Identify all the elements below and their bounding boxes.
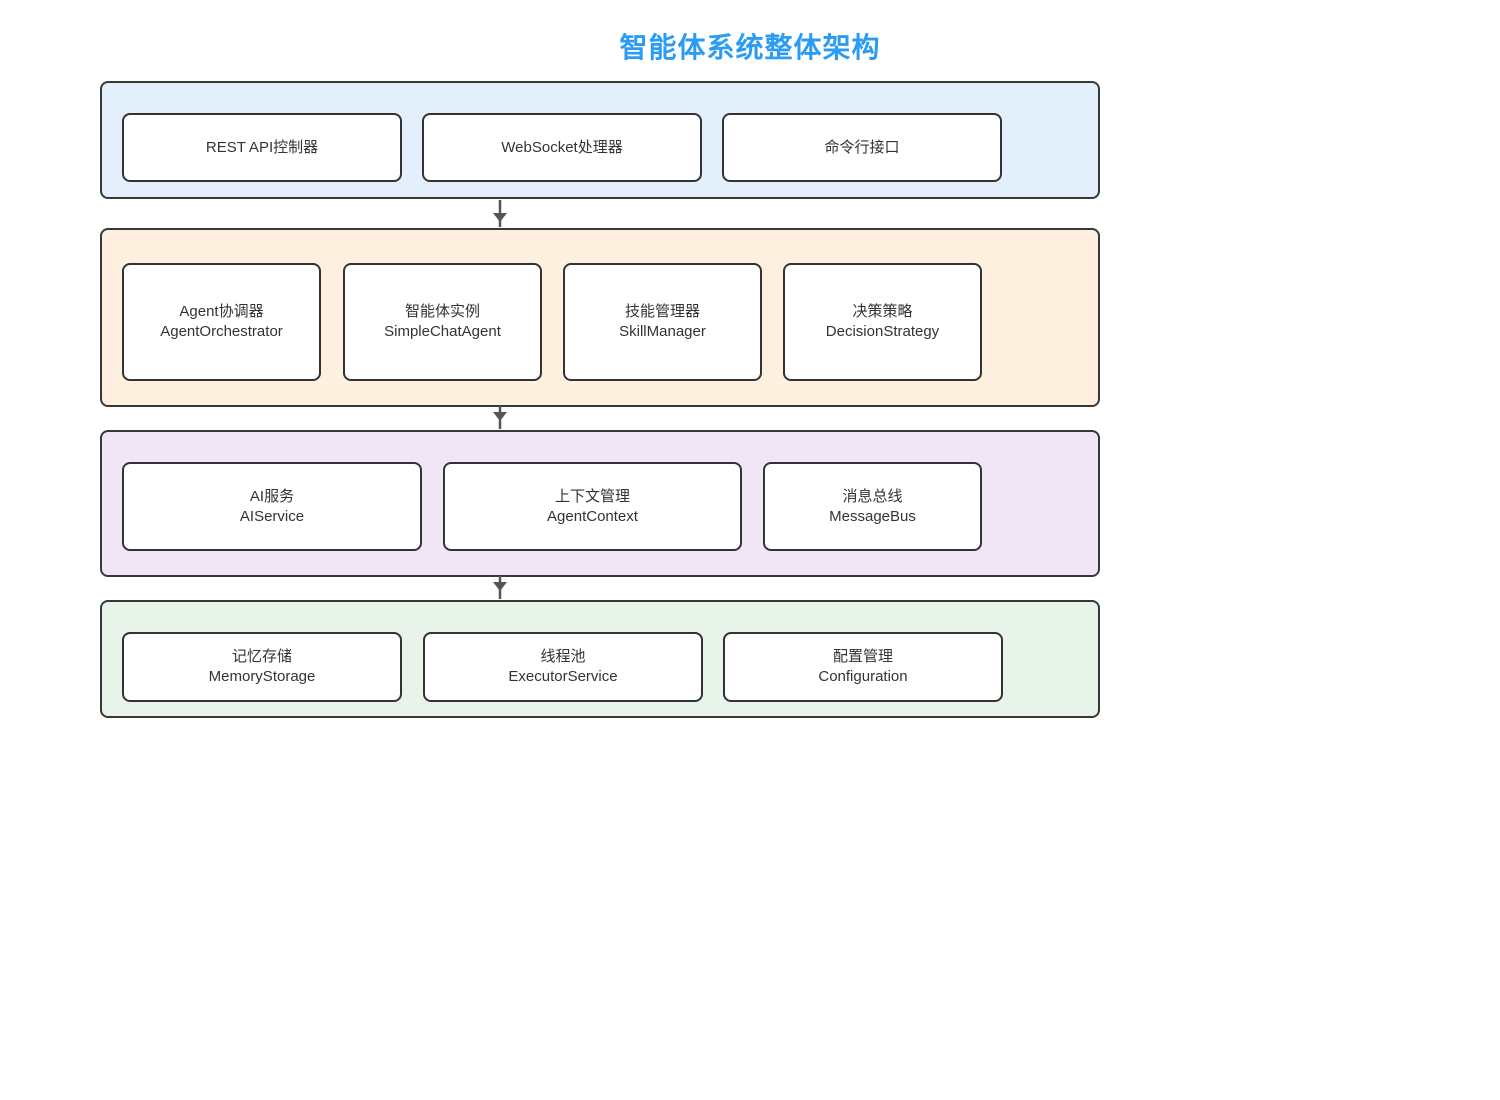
node-sublabel: Configuration xyxy=(818,668,908,685)
node-label: WebSocket处理器 xyxy=(501,138,623,156)
node-rest-api-controller: REST API控制器 xyxy=(122,113,402,182)
node-label: 线程池 xyxy=(540,648,586,665)
node-label: 记忆存储 xyxy=(231,648,292,665)
layer-services: AI服务 AIService 上下文管理 AgentContext 消息总线 M… xyxy=(100,430,1100,577)
node-label: 消息总线 xyxy=(842,487,903,505)
node-sublabel: ExecutorService xyxy=(508,668,618,685)
node-label: 命令行接口 xyxy=(824,138,900,156)
layer-infrastructure: 记忆存储 MemoryStorage 线程池 ExecutorService 配… xyxy=(100,600,1100,718)
node-sublabel: DecisionStrategy xyxy=(825,323,940,340)
arrow-layer3-to-layer4 xyxy=(493,576,507,599)
node-sublabel: AgentContext xyxy=(547,507,638,525)
node-sublabel: AIService xyxy=(239,507,305,525)
node-label: 配置管理 xyxy=(832,648,893,665)
arrow-layer1-to-layer2 xyxy=(493,200,507,227)
node-skill-manager: 技能管理器 SkillManager xyxy=(563,263,762,381)
node-sublabel: SkillManager xyxy=(619,323,706,340)
node-decision-strategy: 决策策略 DecisionStrategy xyxy=(783,263,982,381)
node-label: 决策策略 xyxy=(852,303,913,320)
node-label: Agent协调器 xyxy=(179,303,264,320)
node-sublabel: MemoryStorage xyxy=(208,668,316,685)
arrow-layer2-to-layer3 xyxy=(493,406,507,429)
node-configuration: 配置管理 Configuration xyxy=(723,632,1003,702)
node-label: AI服务 xyxy=(249,487,295,505)
node-label: 智能体实例 xyxy=(404,303,480,320)
node-sublabel: SimpleChatAgent xyxy=(384,323,501,340)
node-agent-orchestrator: Agent协调器 AgentOrchestrator xyxy=(122,263,321,381)
node-websocket-handler: WebSocket处理器 xyxy=(422,113,702,182)
node-agent-context: 上下文管理 AgentContext xyxy=(443,462,742,551)
node-simple-chat-agent: 智能体实例 SimpleChatAgent xyxy=(343,263,542,381)
diagram-title: 智能体系统整体架构 xyxy=(619,32,881,63)
node-cli-interface: 命令行接口 xyxy=(722,113,1002,182)
node-message-bus: 消息总线 MessageBus xyxy=(763,462,982,551)
layer-agent-core: Agent协调器 AgentOrchestrator 智能体实例 SimpleC… xyxy=(100,228,1100,407)
node-executor-service: 线程池 ExecutorService xyxy=(423,632,703,702)
node-ai-service: AI服务 AIService xyxy=(122,462,422,551)
node-sublabel: AgentOrchestrator xyxy=(160,323,283,340)
node-sublabel: MessageBus xyxy=(829,507,916,525)
node-memory-storage: 记忆存储 MemoryStorage xyxy=(122,632,402,702)
node-label: 技能管理器 xyxy=(624,303,700,320)
node-label: 上下文管理 xyxy=(554,487,630,505)
node-label: REST API控制器 xyxy=(205,138,319,156)
layer-interface: REST API控制器 WebSocket处理器 命令行接口 xyxy=(100,81,1100,199)
